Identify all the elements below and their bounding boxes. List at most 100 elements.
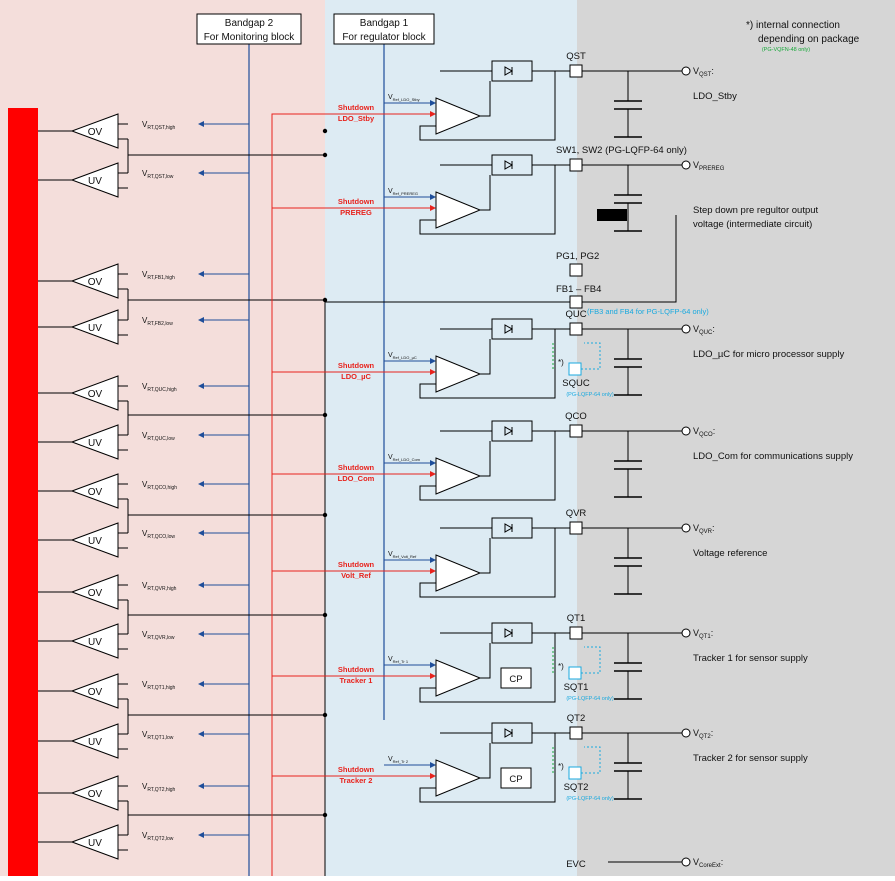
signal-subscript: QST — [699, 72, 712, 78]
gate-wire — [480, 81, 491, 117]
signal-subscript: RT,FB2,low — [147, 321, 173, 327]
diode-icon — [504, 628, 514, 638]
junction-dot-icon — [322, 812, 328, 818]
reference-label: VRef_LDO_µC — [388, 352, 417, 360]
output-label: VPREREG — [693, 160, 725, 172]
signal-main: V — [142, 782, 148, 791]
arrow-left-icon — [198, 731, 204, 737]
comparator-label: OV — [88, 687, 103, 698]
evc-label: EVC — [566, 859, 586, 870]
threshold-label: VRT,QT1,high — [142, 680, 176, 691]
signal-main: V — [142, 680, 148, 689]
sense-pin-note: (PG-LQFP-64 only) — [566, 696, 614, 702]
signal-suffix: : — [711, 728, 714, 738]
feedback-wire — [419, 329, 556, 399]
amplifier-triangle-icon — [435, 457, 482, 495]
signal-subscript: RT,QT2,high — [147, 787, 175, 793]
arrow-right-icon — [430, 194, 436, 200]
pg-label: PG1, PG2 — [556, 251, 599, 262]
sense-pin-label: SQT1 — [564, 682, 589, 693]
output-description: LDO_µC for micro processor supply — [693, 349, 844, 360]
pin-label: QVR — [566, 508, 587, 519]
shutdown-target: LDO_Com — [338, 474, 375, 483]
signal-subscript: PREREG — [699, 166, 725, 172]
gate-wire — [480, 743, 491, 779]
evc-terminal-icon — [681, 857, 691, 867]
signal-main: V — [142, 120, 148, 129]
arrow-left-icon — [198, 681, 204, 687]
signal-main: V — [388, 656, 393, 663]
signal-main: V — [142, 431, 148, 440]
output-label: VQCO: — [693, 426, 715, 438]
sense-link — [581, 646, 601, 674]
pin-label: QT2 — [567, 713, 585, 724]
diode-icon — [504, 160, 514, 170]
output-label: VQT1: — [693, 628, 713, 640]
signal-subscript: QT2 — [699, 734, 711, 740]
reference-label: VRef_Tr 2 — [388, 756, 409, 764]
star-label: *) — [558, 762, 564, 771]
sense-link — [581, 746, 601, 774]
signal-subscript: RT,QST,low — [147, 174, 173, 180]
gate-wire — [480, 538, 491, 574]
pin-label: QCO — [565, 411, 587, 422]
comparator-ov: OV VRT,QT1,high — [38, 673, 249, 709]
pin-box — [569, 424, 583, 438]
signal-main: V — [388, 188, 393, 195]
fb-wire — [582, 215, 677, 303]
bandgap1-box — [333, 13, 435, 45]
reference-label: VRef_Tr 1 — [388, 656, 409, 664]
charge-pump-box — [500, 767, 532, 789]
signal-main: V — [693, 66, 699, 76]
signal-subscript: QUC — [699, 330, 713, 336]
pin-label: QT1 — [567, 613, 585, 624]
arrow-left-icon — [198, 432, 204, 438]
comparator-label: OV — [88, 588, 103, 599]
signal-subscript: Ref_Volt_Ref — [393, 554, 417, 559]
feedback-wire — [419, 71, 556, 141]
signal-subscript: QCO — [699, 432, 713, 438]
shutdown-label: Shutdown — [338, 361, 375, 370]
amplifier-triangle-icon — [435, 355, 482, 393]
comparator-triangle-icon — [70, 263, 119, 299]
signal-subscript: RT,QST,high — [147, 125, 175, 131]
sense-link — [581, 342, 601, 370]
comparator-triangle-icon — [70, 824, 119, 860]
signal-main: V — [142, 480, 148, 489]
signal-subscript: RT,QVR,high — [147, 586, 176, 592]
sense-pin-label: SQUC — [562, 378, 590, 389]
junction-dot-icon — [322, 297, 328, 303]
signal-subscript: Ref_LDO_µC — [393, 355, 417, 360]
comparator-triangle-icon — [70, 673, 119, 709]
pin-label: QST — [566, 51, 586, 62]
shutdown-label: Shutdown — [338, 665, 375, 674]
vcoreext-label: VCoreExt: — [693, 857, 723, 869]
output-description: LDO_Stby — [693, 91, 737, 102]
signal-main: V — [142, 316, 148, 325]
charge-pump-box — [500, 667, 532, 689]
monitor-bus-bar — [8, 108, 38, 876]
output-label: VQT2: — [693, 728, 713, 740]
signal-subscript: RT,QCO,low — [147, 534, 175, 540]
amplifier-triangle-icon — [435, 191, 482, 229]
regulator-zone — [325, 0, 577, 876]
shutdown-target: PREREG — [340, 208, 372, 217]
threshold-label: VRT,QVR,high — [142, 581, 177, 592]
comparator-triangle-icon — [70, 574, 119, 610]
signal-main: V — [693, 857, 699, 867]
arrow-left-icon — [198, 481, 204, 487]
shutdown-label: Shutdown — [338, 197, 375, 206]
sense-pin-note: (PG-LQFP-64 only) — [566, 796, 614, 802]
signal-subscript: RT,QT2,low — [147, 836, 173, 842]
signal-suffix: : — [721, 857, 724, 867]
feedback-wire — [419, 528, 556, 598]
diode-icon — [504, 426, 514, 436]
threshold-label: VRT,QST,high — [142, 120, 176, 131]
signal-subscript: RT,FB1,high — [147, 275, 175, 281]
signal-subscript: QVR — [699, 529, 713, 535]
